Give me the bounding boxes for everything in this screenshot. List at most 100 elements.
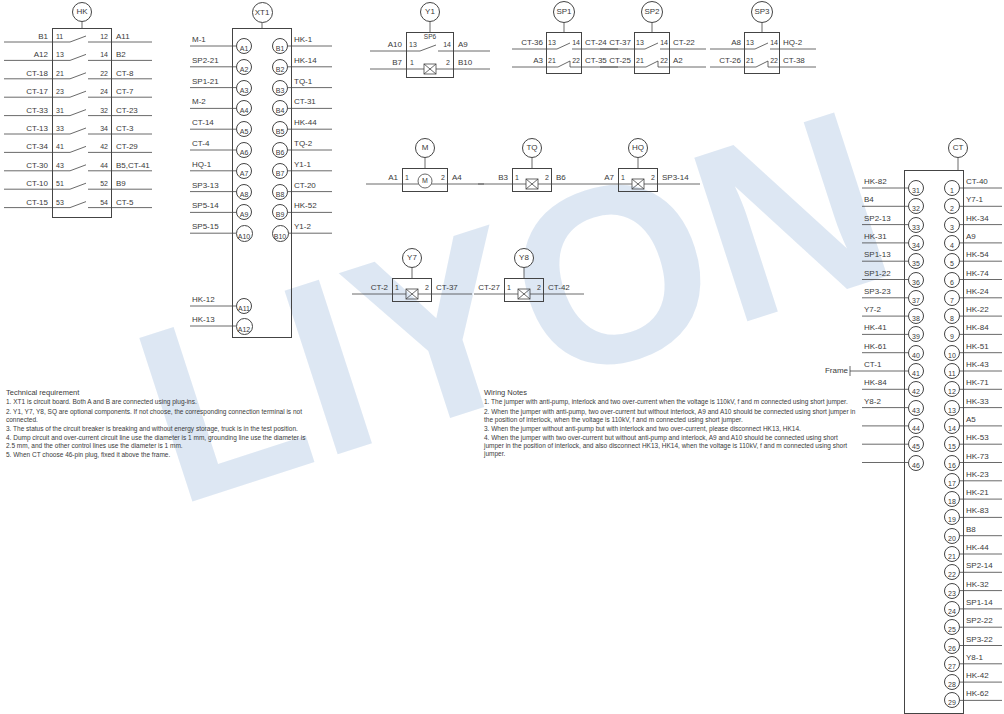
- terminal-number: A11: [238, 305, 250, 312]
- terminal-number: 4: [950, 242, 954, 249]
- pin-number: 53: [56, 199, 64, 208]
- terminal-number: 13: [948, 407, 956, 414]
- contact-symbol: [768, 67, 780, 68]
- wire: [190, 170, 236, 171]
- wire: [432, 294, 472, 295]
- wire-label: M-1: [192, 35, 206, 45]
- wire: [862, 425, 908, 426]
- designation: XT1: [255, 8, 270, 17]
- terminal-number: B9: [276, 211, 285, 218]
- wire-label: CT-22: [673, 38, 695, 48]
- terminal-circle: 24: [944, 601, 960, 617]
- terminal-number: 33: [912, 224, 920, 231]
- wire: [190, 129, 236, 130]
- wire: [618, 184, 632, 185]
- terminal-circle: 23: [944, 583, 960, 599]
- wire: [190, 108, 236, 109]
- wire-label: HK-52: [294, 201, 317, 211]
- wire: [862, 188, 908, 189]
- contact-symbol: [634, 67, 646, 68]
- designation-circle: SP3: [751, 1, 773, 23]
- pin-number: 21: [56, 70, 64, 79]
- terminal-number: 3: [950, 224, 954, 231]
- terminal-number: A4: [240, 107, 249, 114]
- wire: [288, 150, 332, 151]
- wire: [960, 425, 1002, 426]
- terminal-number: 35: [912, 260, 920, 267]
- wire-label: HK-21: [966, 488, 989, 498]
- terminal-number: 5: [950, 260, 954, 267]
- note-text: 1. The jumper with anti-pump, interlock …: [484, 398, 856, 406]
- pin-number: 13: [409, 41, 417, 50]
- terminal-circle: B9: [272, 204, 288, 220]
- wire: [960, 224, 1002, 225]
- terminal-circle: 6: [944, 272, 960, 288]
- terminal-circle: 44: [908, 418, 924, 434]
- wire: [960, 627, 1002, 628]
- pin-number: 1: [410, 59, 414, 68]
- wire: [530, 294, 544, 295]
- leader-line: [762, 23, 763, 32]
- wire: [112, 134, 152, 135]
- wire: [960, 590, 1002, 591]
- coil-symbol: [406, 289, 418, 299]
- wire: [4, 60, 52, 61]
- contact-symbol: [420, 45, 436, 51]
- terminal-circle: 11: [944, 363, 960, 379]
- contact-symbol: [645, 43, 658, 49]
- contact-symbol: [570, 67, 582, 68]
- wire-label: A8: [731, 38, 741, 48]
- terminal-circle: 28: [944, 674, 960, 690]
- contact-symbol: [52, 60, 70, 61]
- terminal-number: B5: [276, 128, 285, 135]
- terminal-number: 46: [912, 462, 920, 469]
- wire-label: TQ-1: [294, 77, 312, 87]
- pin-number: 23: [56, 88, 64, 97]
- contact-symbol: [634, 49, 645, 50]
- wire: [960, 279, 1002, 280]
- designation-circle: CT: [948, 138, 968, 158]
- wire: [960, 316, 1002, 317]
- designation: Y7: [407, 253, 417, 262]
- wire: [190, 233, 236, 234]
- wire: [960, 682, 1002, 683]
- terminal-circle: 45: [908, 436, 924, 452]
- pin-number: 13: [548, 39, 556, 48]
- leader-line: [564, 23, 565, 32]
- wire-label: CT-10: [26, 179, 48, 189]
- terminal-number: 29: [948, 699, 956, 706]
- contact-symbol: [88, 134, 112, 135]
- ground-symbol: [850, 371, 862, 372]
- wire-label: SP2-22: [966, 616, 993, 626]
- wire: [474, 294, 504, 295]
- terminal-circle: 2: [944, 198, 960, 214]
- contact-symbol: [744, 49, 755, 50]
- terminal-circle: B7: [272, 163, 288, 179]
- wire-label: CT-25: [609, 56, 631, 66]
- wire: [190, 87, 236, 88]
- note-text: 3. When the jumper without anti-pump but…: [484, 425, 856, 433]
- contact-symbol: [52, 170, 70, 171]
- motor-letter: M: [422, 177, 428, 186]
- contact-symbol: [70, 146, 86, 152]
- wire: [512, 49, 546, 50]
- terminal-number: 39: [912, 333, 920, 340]
- wire-label: CT-14: [192, 118, 214, 128]
- terminal-circle: A2: [236, 59, 252, 75]
- terminal-circle: A11: [236, 298, 252, 314]
- terminal-circle: 40: [908, 345, 924, 361]
- coil-symbol: [424, 64, 436, 74]
- designation-circle: HK: [72, 2, 92, 22]
- pin-number: 44: [100, 162, 108, 171]
- pin-number: 1: [621, 174, 625, 183]
- leader-line: [638, 158, 639, 168]
- contact-symbol: [660, 49, 670, 50]
- terminal-circle: A4: [236, 100, 252, 116]
- contact-symbol: [770, 49, 780, 50]
- terminal-circle: 5: [944, 253, 960, 269]
- wire-label: SP2-14: [966, 561, 993, 571]
- contact-symbol: [88, 152, 112, 153]
- leader-line: [958, 158, 959, 170]
- terminal-number: A8: [240, 191, 249, 198]
- wire-label: A3: [533, 56, 543, 66]
